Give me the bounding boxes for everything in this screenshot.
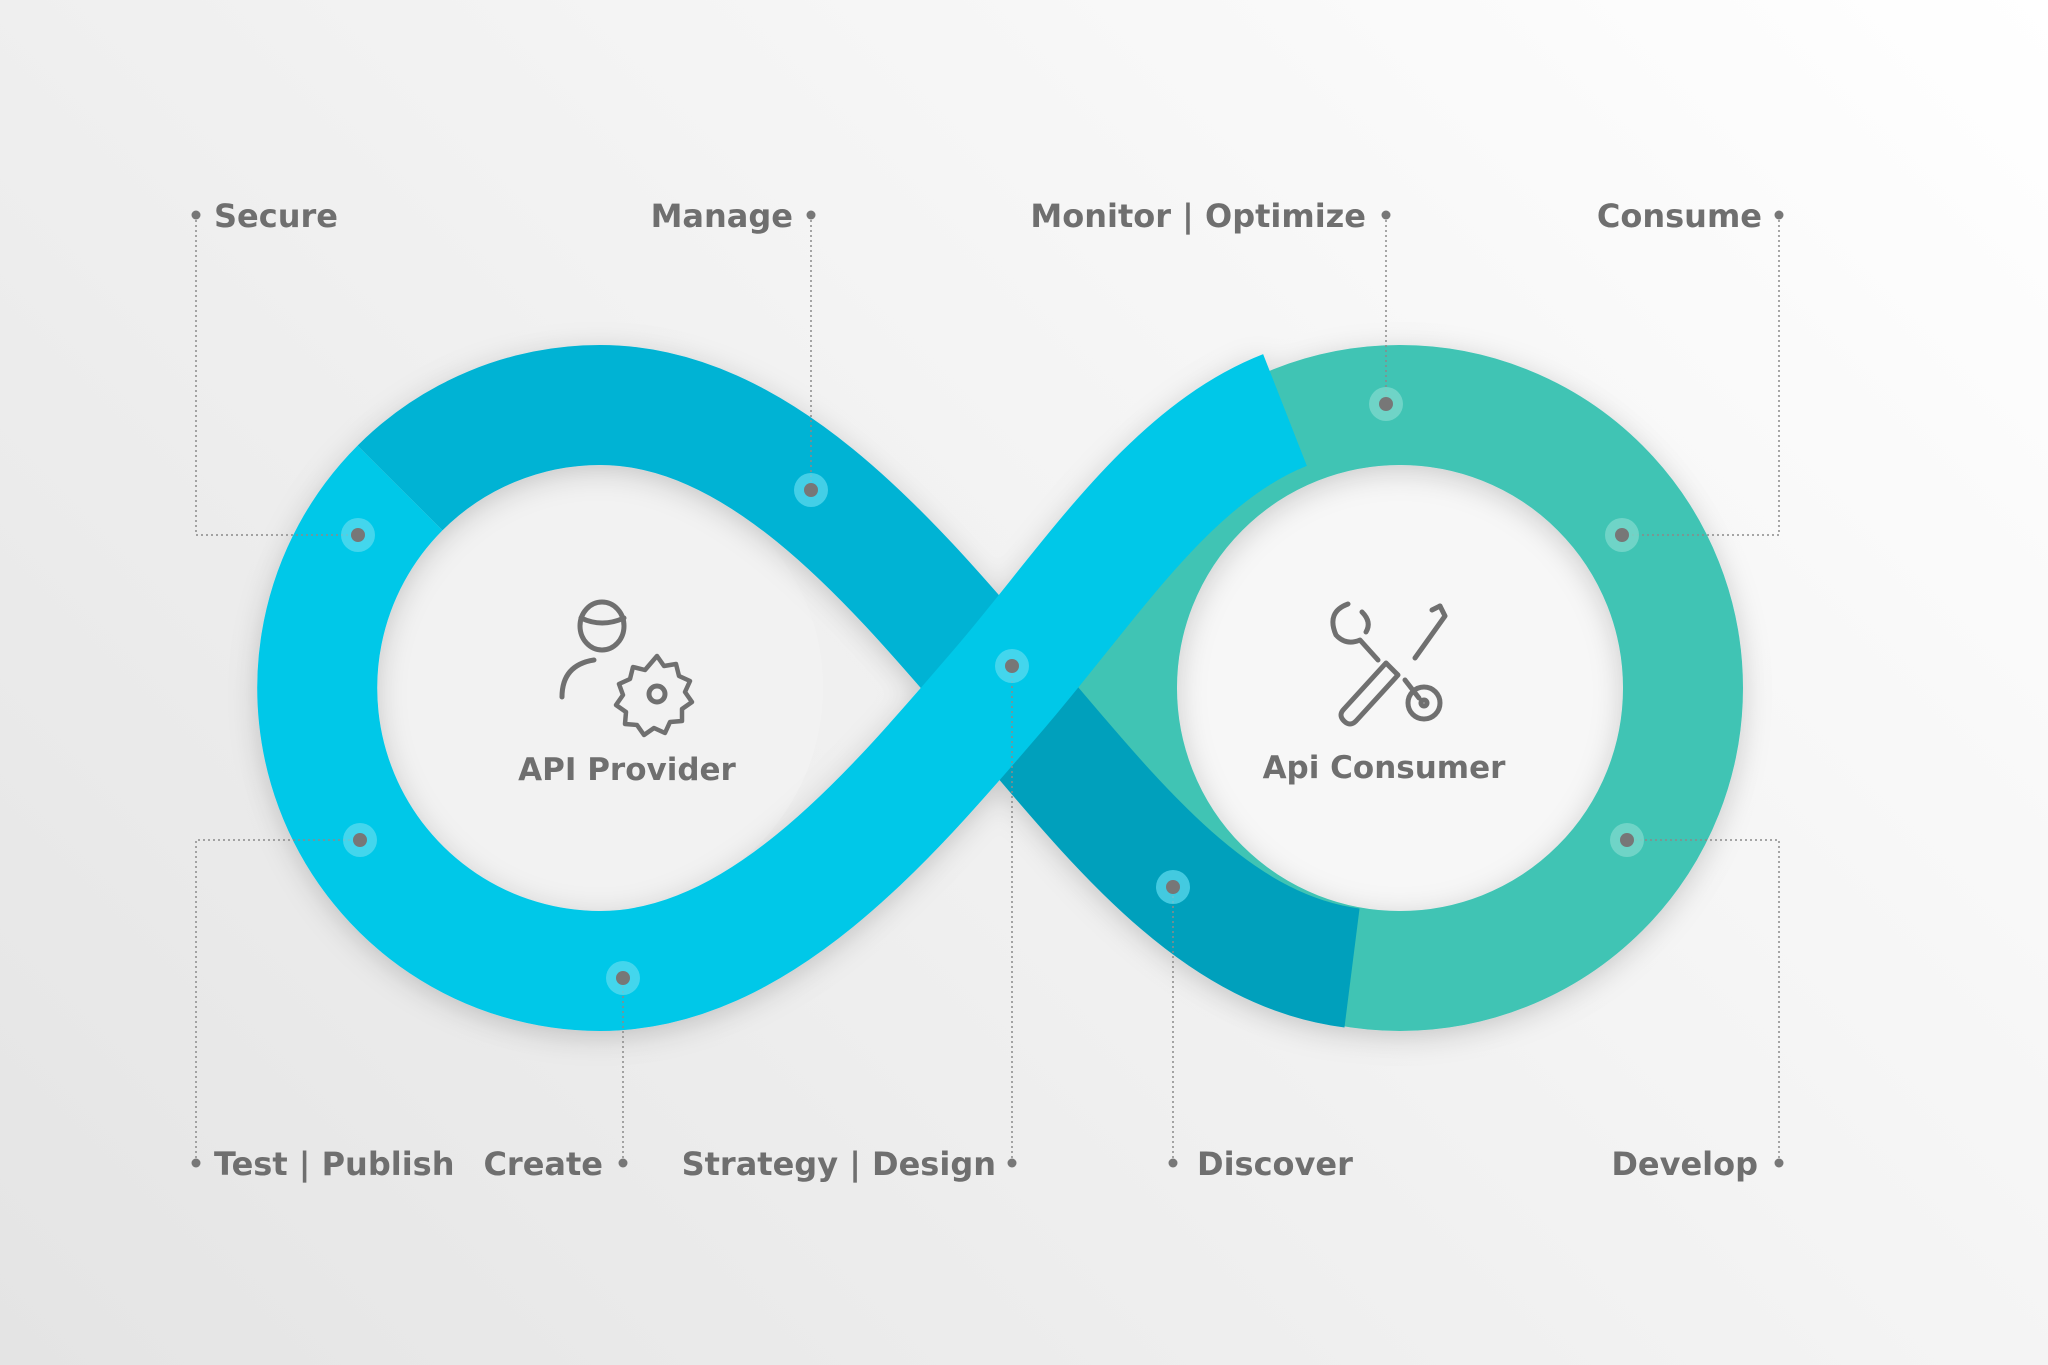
develop-point: [1610, 823, 1644, 857]
create-point: [606, 961, 640, 995]
label-develop: Develop: [1611, 1145, 1758, 1183]
label-dots: [191, 210, 1784, 1168]
label-consume: Consume: [1597, 197, 1762, 235]
secure-point: [341, 518, 375, 552]
label-discover: Discover: [1197, 1145, 1353, 1183]
label-strategy-design: Strategy | Design: [682, 1145, 996, 1184]
provider-user-gear-icon: [559, 599, 695, 738]
provider-band: [257, 354, 1309, 1032]
manage-point: [794, 473, 828, 507]
manage-band: [357, 344, 1046, 728]
label-manage: Manage: [651, 197, 793, 235]
discover-band: [954, 648, 1362, 1028]
label-test-publish: Test | Publish: [214, 1145, 455, 1184]
consumer-loop-inner: [1177, 465, 1623, 911]
consumer-tools-icon: [1330, 601, 1448, 727]
monitor-point: [1369, 387, 1403, 421]
label-secure: Secure: [214, 197, 338, 235]
consume-point: [1605, 518, 1639, 552]
consumer-label: Api Consumer: [1263, 750, 1507, 786]
discover-point: [1156, 870, 1190, 904]
label-create: Create: [483, 1145, 603, 1183]
provider-label: API Provider: [518, 752, 736, 788]
strategy-design-point: [995, 649, 1029, 683]
provider-loop-inner: [377, 465, 823, 911]
stage-points: [341, 387, 1644, 995]
label-monitor-optimize: Monitor | Optimize: [1030, 197, 1366, 236]
connectors: [195, 215, 1780, 1163]
test-publish-point: [343, 823, 377, 857]
